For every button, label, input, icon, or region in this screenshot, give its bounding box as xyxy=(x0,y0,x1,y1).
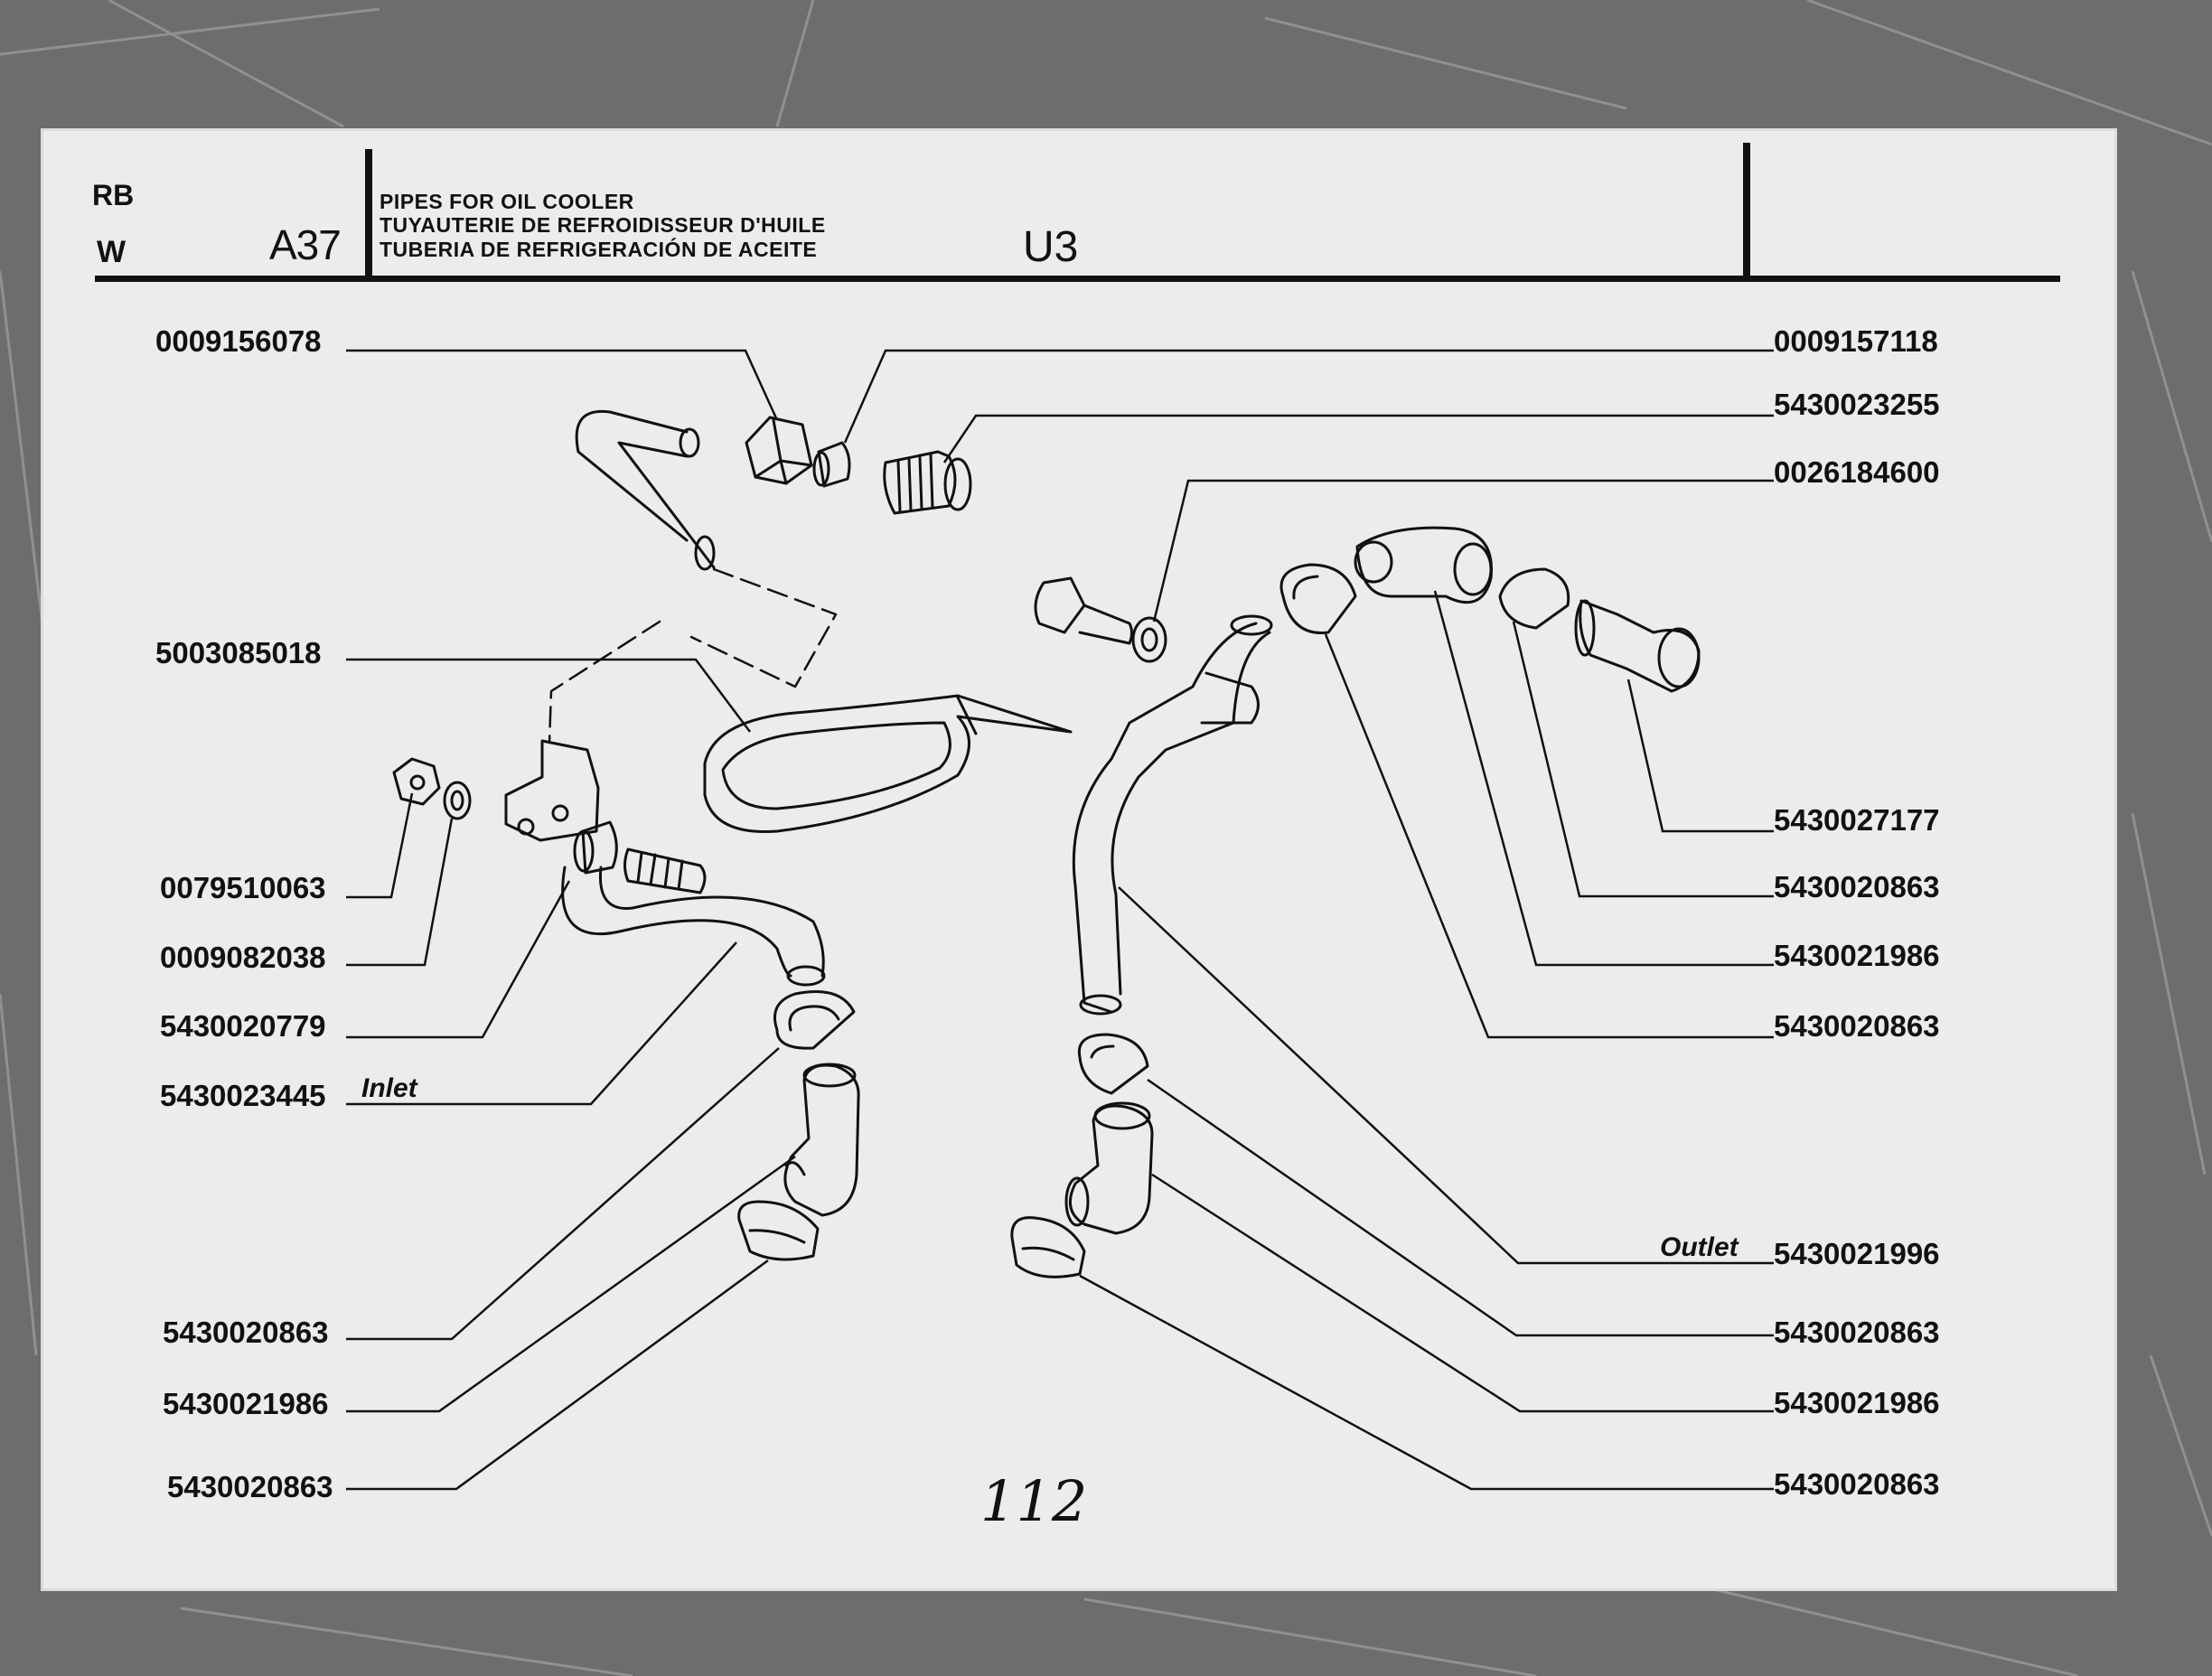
part-number-right-4: 5430020863 xyxy=(1774,870,1940,904)
hose-right-top xyxy=(1354,526,1493,604)
part-number-right-7: 5430021996 xyxy=(1774,1237,1940,1270)
part-number-left-1: 5003085018 xyxy=(155,636,322,669)
inlet-label: Inlet xyxy=(361,1073,417,1103)
clamp-right-top xyxy=(1279,563,1357,634)
hose-upper-left xyxy=(575,409,716,571)
title-spanish: TUBERIA DE REFRIGERACIÓN DE ACEITE xyxy=(380,238,818,261)
part-number-left-3: 0009082038 xyxy=(160,941,326,974)
part-number-right-8: 5430020863 xyxy=(1774,1316,1940,1349)
dash-lines xyxy=(548,567,838,744)
part-number-right-5: 5430021986 xyxy=(1774,939,1940,972)
part-number-right-1: 5430023255 xyxy=(1774,388,1940,421)
pipe-inlet xyxy=(561,866,826,987)
clamp-left-lower xyxy=(737,1200,820,1261)
header-rule xyxy=(95,276,2060,282)
header-divider xyxy=(1743,143,1750,278)
leader-lines xyxy=(346,349,1774,1491)
part-number-right-2: 0026184600 xyxy=(1774,455,1940,489)
title-french: TUYAUTERIE DE REFROIDISSEUR D'HUILE xyxy=(380,213,826,237)
outlet-label: Outlet xyxy=(1660,1232,1739,1262)
bracket-left xyxy=(504,739,600,842)
part-number-left-7: 5430021986 xyxy=(163,1387,329,1420)
clamp-right-top-2 xyxy=(1498,567,1570,630)
union-nut xyxy=(745,416,813,485)
elbow-right xyxy=(1064,1101,1154,1235)
hose-strap xyxy=(703,694,1073,833)
part-number-left-0: 0009156078 xyxy=(155,324,322,358)
clamp-right-low xyxy=(1010,1216,1086,1278)
clamp-right-mid xyxy=(1077,1033,1149,1095)
part-number-left-5: 5430023445 xyxy=(160,1079,326,1112)
handwritten-page-number: 112 xyxy=(980,1468,1088,1534)
parts-sheet xyxy=(43,131,2114,1588)
part-number-left-8: 5430020863 xyxy=(167,1470,333,1503)
nut-small xyxy=(392,757,441,806)
code-rb: RB xyxy=(92,179,135,211)
part-number-right-0: 0009157118 xyxy=(1774,324,1938,358)
part-number-right-6: 5430020863 xyxy=(1774,1009,1940,1043)
header-divider xyxy=(365,149,372,280)
olive-ring xyxy=(812,441,851,488)
group-code: A37 xyxy=(269,221,342,268)
spacer-left xyxy=(573,820,618,875)
stud-left xyxy=(623,847,707,894)
part-number-left-4: 5430020779 xyxy=(160,1009,326,1043)
fitting-right xyxy=(1574,599,1701,693)
elbow-left xyxy=(783,1063,860,1217)
part-number-right-10: 5430020863 xyxy=(1774,1467,1940,1501)
clamp-left-upper xyxy=(773,990,856,1050)
part-number-right-9: 5430021986 xyxy=(1774,1386,1940,1419)
washer-right xyxy=(1131,616,1167,663)
part-number-left-2: 0079510063 xyxy=(160,871,326,904)
union-fitting xyxy=(883,450,972,515)
title-english: PIPES FOR OIL COOLER xyxy=(380,190,634,213)
part-number-left-6: 5430020863 xyxy=(163,1316,329,1349)
part-number-right-3: 5430027177 xyxy=(1774,803,1940,837)
pipe-outlet xyxy=(1072,614,1273,1016)
bolt-right xyxy=(1034,576,1133,645)
code-w: W xyxy=(97,235,127,269)
variant-code: U3 xyxy=(1023,223,1079,271)
washer-small xyxy=(443,781,472,820)
